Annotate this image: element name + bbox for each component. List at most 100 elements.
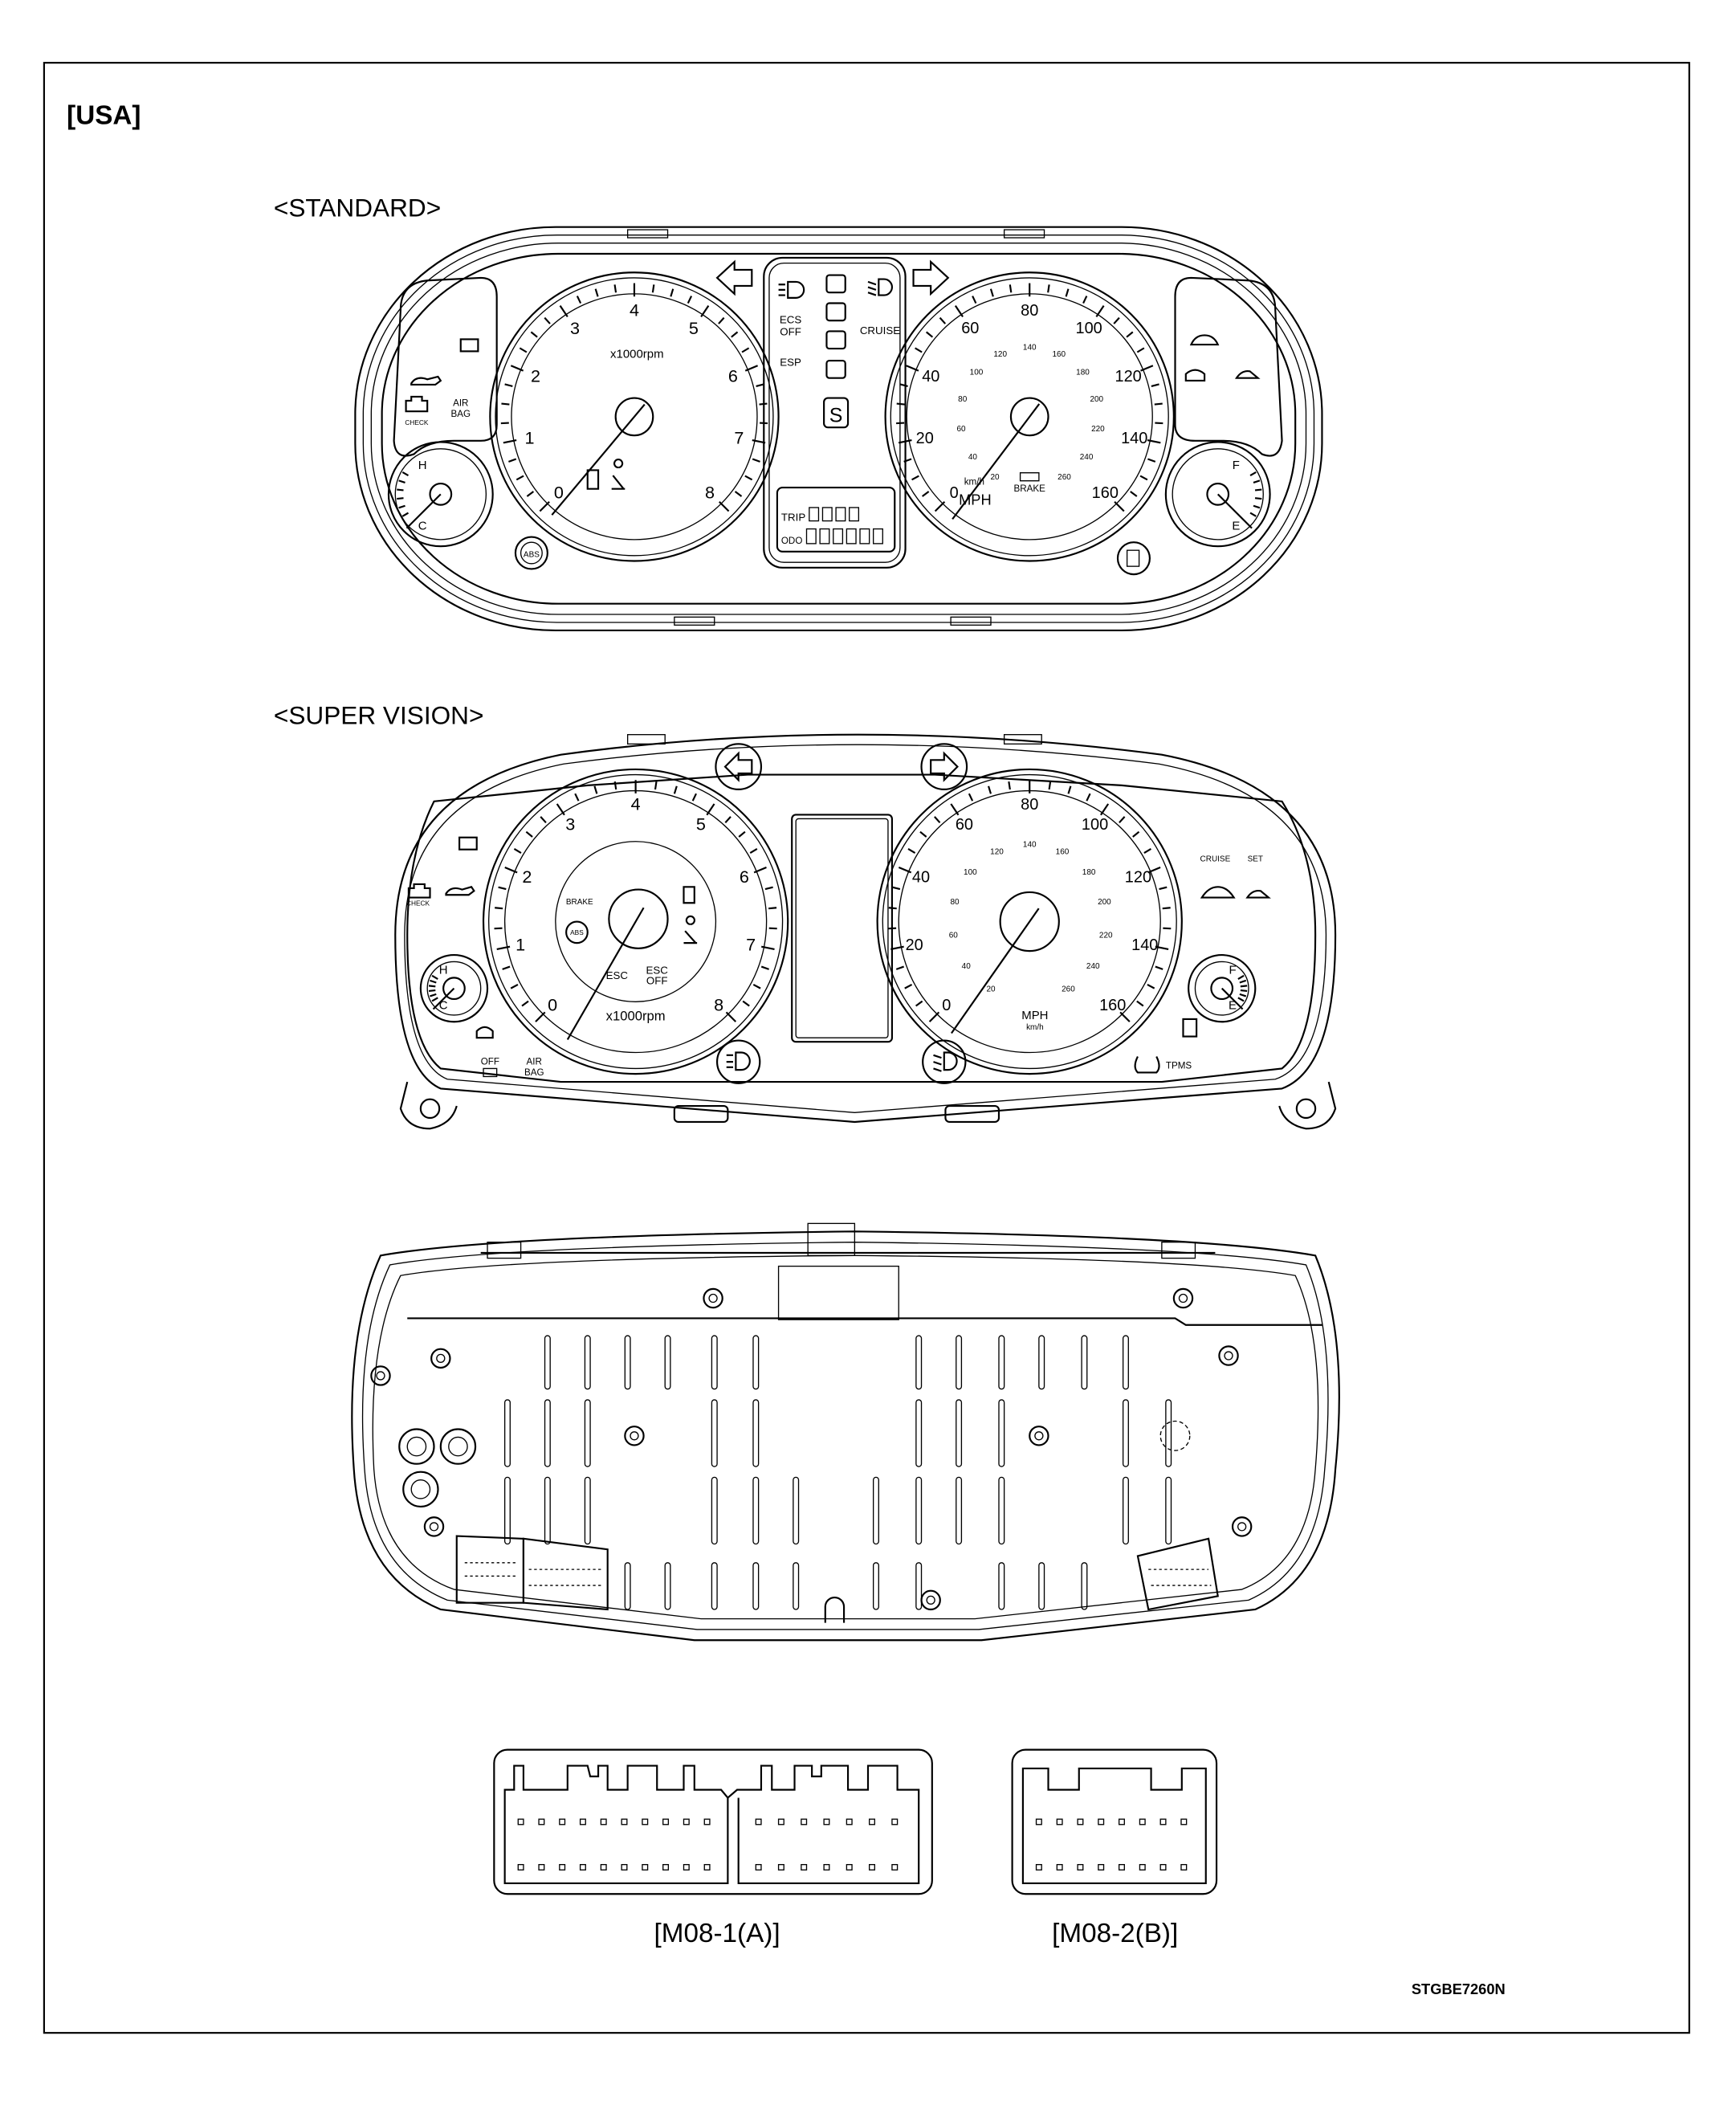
super-vision-speedometer: 0204060801001201401602040608010012014016… xyxy=(876,768,1183,1075)
seat-airbag-off-icon xyxy=(483,1067,498,1078)
gauge-tick xyxy=(513,847,522,854)
connector-pin xyxy=(703,1863,711,1870)
kmh-tick-label: 260 xyxy=(1057,473,1071,482)
kmh-tick-label: 120 xyxy=(993,350,1007,359)
vent-slot xyxy=(1122,1399,1129,1467)
screw-hole xyxy=(1237,1522,1247,1532)
gauge-tick xyxy=(1009,284,1013,293)
gauge-tick xyxy=(1155,945,1169,950)
screw-boss xyxy=(430,1348,451,1369)
gauge-tick xyxy=(1240,989,1248,993)
gauge-tick-label: 80 xyxy=(1021,796,1038,814)
brake-warning-icon xyxy=(1019,472,1040,482)
screw-hole xyxy=(708,1293,718,1303)
gauge-tick xyxy=(950,803,960,816)
gauge-tick xyxy=(761,945,775,950)
seatbelt-icon xyxy=(611,459,626,490)
battery-icon xyxy=(459,338,479,353)
screw-boss xyxy=(703,1287,723,1309)
screw-boss xyxy=(1172,1287,1194,1309)
gauge-hub xyxy=(999,891,1060,953)
gauge-tick-label: 0 xyxy=(942,997,951,1014)
standard-fuel-gauge: FE xyxy=(1164,441,1271,548)
odo-label: ODO xyxy=(781,536,802,546)
gauge-tick-label: 60 xyxy=(961,320,979,337)
gauge-tick-label: 160 xyxy=(1092,484,1119,502)
gauge-tick xyxy=(968,793,974,802)
indicator-lamp-icons: S xyxy=(823,274,850,429)
vent-slot xyxy=(956,1399,963,1467)
gauge-tick-label: 20 xyxy=(906,936,923,954)
set-label: SET xyxy=(1248,855,1263,864)
abs-warning-icon xyxy=(565,920,589,944)
gauge-tick-label: 3 xyxy=(565,814,575,834)
gauge-tick xyxy=(673,785,678,794)
screw-boss xyxy=(624,1426,645,1446)
gauge-tick xyxy=(731,331,739,338)
seatbelt-icon xyxy=(683,915,698,944)
connector-pin xyxy=(801,1863,808,1870)
gauge-tick-label: 120 xyxy=(1125,868,1151,886)
gauge-tick xyxy=(934,500,946,512)
brake-label: BRAKE xyxy=(566,898,593,907)
gauge-tick xyxy=(519,347,528,353)
gauge-hub xyxy=(429,482,453,506)
kmh-tick-label: 100 xyxy=(964,868,977,877)
gauge-tick-label: 120 xyxy=(1115,368,1142,386)
gauge-tick xyxy=(1159,886,1168,891)
vent-slot xyxy=(752,1399,760,1467)
gauge-needle xyxy=(566,907,645,1040)
gauge-bezel-inner xyxy=(890,277,1169,557)
gauge-tick xyxy=(1237,974,1245,980)
gauge-tick xyxy=(1126,331,1134,338)
lcd-digit xyxy=(833,528,844,545)
gauge-tick xyxy=(1130,491,1138,497)
gauge-bezel xyxy=(1164,441,1271,548)
gauge-tick xyxy=(741,347,750,353)
vent-slot xyxy=(1122,1476,1129,1545)
connector-label-a: [M08-1(A)] xyxy=(654,1919,780,1948)
bulb-socket xyxy=(402,1471,439,1508)
connector-pin xyxy=(777,1863,784,1870)
standard-cluster: S ECS OFF ESP CRUISE TRIP ODO CHECK AIR … xyxy=(354,226,1323,632)
gauge-tick xyxy=(1082,296,1088,304)
gauge-tick xyxy=(1119,816,1126,824)
kmh-tick-label: 60 xyxy=(957,425,967,434)
gauge-tick xyxy=(738,830,746,838)
tpms-icon xyxy=(1134,1056,1160,1074)
door-open-icon xyxy=(1189,334,1220,346)
gauge-tick xyxy=(925,331,934,338)
screw-hole xyxy=(429,1522,439,1532)
connector-pin xyxy=(1180,1818,1188,1826)
screw-hole xyxy=(630,1431,639,1441)
gauge-hub xyxy=(1009,397,1049,437)
gauge-tick xyxy=(397,488,404,492)
mounting-tab-left xyxy=(399,1081,458,1130)
gauge-tick xyxy=(654,781,658,790)
vent-slot xyxy=(584,1476,591,1545)
s-lamp-icon xyxy=(823,397,850,429)
gauge-tick xyxy=(613,781,617,790)
gauge-tick xyxy=(1048,781,1052,790)
gauge-tick xyxy=(1237,997,1245,1002)
vent-slot xyxy=(624,1335,631,1390)
gauge-face xyxy=(394,448,487,541)
gauge-tick xyxy=(428,989,436,993)
connector-pin xyxy=(891,1818,899,1826)
door-ajar-icon xyxy=(586,469,600,490)
lcd-digit xyxy=(849,507,860,522)
bulb-socket xyxy=(439,1428,477,1465)
gauge-tick xyxy=(988,785,992,794)
gauge-tick xyxy=(891,886,901,891)
gauge-tick xyxy=(904,983,913,989)
gauge-tick xyxy=(556,803,565,816)
vent-slot xyxy=(1165,1399,1172,1467)
gauge-bezel-inner xyxy=(495,277,774,557)
gauge-tick-label: 140 xyxy=(1121,430,1147,447)
ecs-off-label-2: OFF xyxy=(780,325,801,337)
left-turn-arrow-icon xyxy=(723,751,753,782)
connector-pin xyxy=(891,1863,899,1870)
gauge-tick xyxy=(753,867,767,874)
gauge-tick-label: 4 xyxy=(630,300,639,320)
